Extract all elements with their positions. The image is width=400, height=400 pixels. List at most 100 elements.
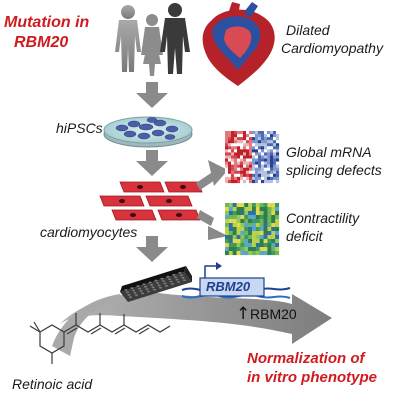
- heatmap-cell: [225, 146, 229, 150]
- heatmap-cell: [258, 155, 262, 159]
- contractility-cell: [228, 211, 233, 216]
- heatmap-cell: [243, 167, 247, 171]
- contractility-cell: [271, 247, 276, 252]
- heatmap-cell: [228, 149, 232, 153]
- heatmap-cell: [261, 164, 265, 168]
- arrow-to-contractility: [197, 210, 228, 240]
- heatmap-cell: [240, 137, 244, 141]
- contractility-cell: [225, 239, 229, 244]
- contractility-cell: [275, 223, 280, 228]
- contractility-cell: [275, 203, 280, 208]
- plate-well: [164, 284, 169, 287]
- contractility-cell: [248, 239, 253, 244]
- heatmap-cell: [252, 146, 256, 150]
- heatmap-cell: [231, 152, 235, 156]
- contractility-cell: [259, 211, 264, 216]
- heatmap-cell: [237, 149, 241, 153]
- plate-well: [167, 278, 172, 280]
- heatmap-cell: [231, 164, 235, 168]
- heatmap-cell: [246, 140, 250, 144]
- heatmap-cell: [264, 146, 268, 150]
- heatmap-cell: [267, 137, 271, 141]
- contractility-cell: [267, 219, 272, 224]
- heatmap-cell: [255, 167, 259, 171]
- contractility-cell: [228, 235, 233, 240]
- heatmap-cell: [231, 155, 235, 159]
- contractility-cell: [255, 223, 260, 228]
- heatmap-cell: [255, 149, 259, 153]
- heatmap-cell: [246, 146, 250, 150]
- heatmap-cell: [240, 155, 244, 159]
- contractility-cell: [271, 231, 276, 236]
- heatmap-cell: [228, 179, 232, 184]
- plate-well: [128, 296, 133, 299]
- contractility-cell: [267, 227, 272, 232]
- contractility-cell: [225, 231, 229, 236]
- heatmap-cell: [231, 140, 235, 144]
- contractility-cell: [252, 219, 256, 224]
- heatmap-cell: [249, 167, 253, 171]
- heatmap-cell: [243, 155, 247, 159]
- contractility-cell: [228, 203, 233, 208]
- plate-well: [136, 285, 140, 288]
- heatmap-cell: [228, 161, 232, 165]
- heatmap-cell: [231, 149, 235, 153]
- heatmap-cell: [249, 158, 253, 162]
- contractility-cell: [225, 215, 229, 220]
- heatmap-cell: [234, 167, 238, 171]
- splicing-label-line2: splicing defects: [286, 162, 382, 178]
- contractility-cell: [232, 203, 237, 208]
- heatmap-cell: [255, 158, 259, 162]
- contractility-cell: [263, 231, 268, 236]
- heatmap-cell: [264, 173, 268, 177]
- heatmap-cell: [249, 146, 253, 150]
- heatmap-cell: [270, 167, 274, 171]
- heatmap-cell: [240, 152, 244, 156]
- normalization-label-line2: in vitro phenotype: [247, 369, 378, 386]
- heatmap-cell: [240, 131, 244, 135]
- heatmap-cell: [258, 149, 262, 153]
- contractility-cell: [275, 251, 280, 256]
- heatmap-cell: [261, 149, 265, 153]
- plate-well: [140, 292, 145, 295]
- heatmap-cell: [267, 167, 271, 171]
- contractility-cell: [240, 251, 245, 256]
- heatmap-cell: [261, 134, 265, 138]
- heatmap-cell: [240, 146, 244, 150]
- heatmap-cell: [234, 137, 238, 141]
- contractility-cell: [252, 211, 256, 216]
- heatmap-cell: [225, 134, 229, 138]
- heatmap-cell: [270, 164, 274, 168]
- contractility-cell: [225, 251, 229, 256]
- contractility-cell: [244, 219, 249, 224]
- heatmap-cell: [225, 143, 229, 147]
- plate-well: [170, 283, 175, 285]
- heatmap-cell: [243, 179, 247, 184]
- heatmap-cell: [255, 152, 259, 156]
- contractility-cell: [263, 223, 268, 228]
- plate-well: [154, 279, 158, 282]
- heatmap-cell: [243, 170, 247, 174]
- heatmap-cell: [276, 173, 280, 177]
- plate-well: [151, 286, 155, 289]
- heatmap-cell: [240, 164, 244, 168]
- heatmap-cell: [240, 170, 244, 174]
- heatmap-cell: [264, 161, 268, 165]
- heatmap-cell: [237, 146, 241, 150]
- heatmap-cell: [273, 170, 277, 174]
- contractility-cell: [271, 207, 276, 212]
- contractility-cell: [228, 223, 233, 228]
- plate-well: [175, 278, 179, 281]
- contractility-cell: [236, 207, 241, 212]
- mutation-label-line2: RBM20: [14, 34, 69, 51]
- heatmap-cell: [255, 161, 259, 165]
- heatmap-cell: [276, 143, 280, 147]
- contractility-cell: [275, 243, 280, 248]
- heatmap-cell: [249, 131, 253, 135]
- heatmap-cell: [225, 179, 229, 184]
- heatmap-cell: [249, 179, 253, 184]
- contractility-cell: [252, 223, 256, 228]
- contractility-cell: [263, 239, 268, 244]
- contractility-cell: [232, 223, 237, 228]
- contractility-cell: [252, 247, 256, 252]
